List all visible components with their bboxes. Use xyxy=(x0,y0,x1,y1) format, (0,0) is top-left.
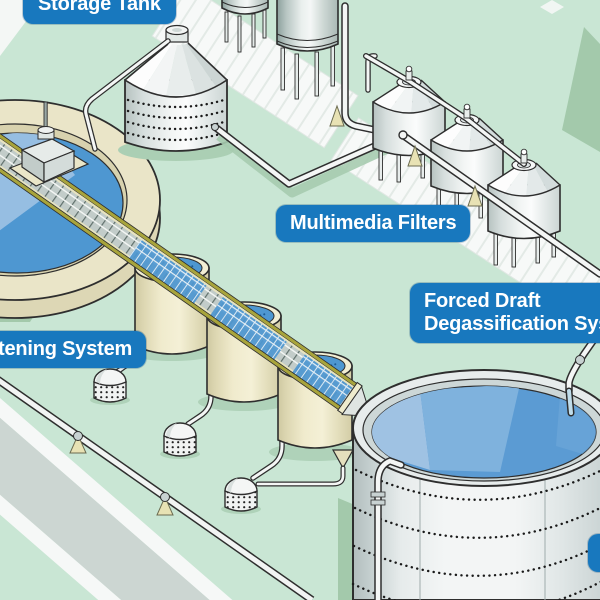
pipe-shadow xyxy=(216,132,398,198)
multimedia-filter-tanks xyxy=(372,75,561,268)
pipe-anchor-cone xyxy=(467,184,483,207)
label-forced-draft-degassification[interactable]: Forced Draft Degassification Syst xyxy=(410,283,600,343)
road-stripe-bottom xyxy=(0,439,194,600)
white-diamond xyxy=(540,0,564,14)
road-stripe-top xyxy=(0,384,242,600)
filter-manifold-pipes xyxy=(363,53,600,278)
road xyxy=(0,384,242,600)
label-line: Forced Draft xyxy=(424,290,541,312)
tank-funnel xyxy=(331,449,355,470)
label-storage-tank[interactable]: Storage Tank xyxy=(23,0,176,24)
pipe-anchor-cone xyxy=(329,104,345,127)
storage-tank xyxy=(118,24,234,161)
elevated-tank-small xyxy=(221,0,269,53)
dark-green-patch-topright xyxy=(562,27,600,152)
label-multimedia-filters[interactable]: Multimedia Filters xyxy=(276,205,471,242)
label-softening-system[interactable]: tening System xyxy=(0,331,147,368)
tank-dot-bands xyxy=(351,468,600,600)
clarifier-feed-pipe xyxy=(82,38,171,152)
tank-dome-outline xyxy=(124,42,228,98)
pipe-anchor-cone xyxy=(407,144,423,167)
pipe-junction xyxy=(398,130,408,140)
elevated-tank-large xyxy=(276,0,339,100)
clarifier-drive-unit xyxy=(8,101,90,187)
degassifier-tank xyxy=(351,327,600,600)
transfer-pipes xyxy=(211,2,408,198)
pipe-coupling xyxy=(370,499,386,506)
bridge-grate-water xyxy=(128,239,207,304)
tank-body xyxy=(276,0,339,52)
cap-fittings xyxy=(405,65,528,164)
aerator-dome xyxy=(90,368,130,405)
road-surface xyxy=(0,396,232,600)
pipe-coupling xyxy=(160,492,170,502)
aerator-dome xyxy=(160,422,200,459)
aerator-dome xyxy=(221,477,261,514)
pipe-anchor-cone xyxy=(156,495,174,516)
tank-dot-bands xyxy=(126,98,226,142)
ground-pipeline xyxy=(0,376,315,600)
pipe-coupling xyxy=(575,355,585,365)
pipe-flange xyxy=(211,123,219,131)
label-line: Degassification Syst xyxy=(424,313,600,335)
pipe-coupling xyxy=(73,431,83,441)
catwalk-bridge xyxy=(0,116,368,417)
bridge-grate-water xyxy=(210,297,287,360)
softening-tanks xyxy=(90,253,361,514)
water-highlight2 xyxy=(420,386,520,472)
water-highlight3 xyxy=(556,396,596,458)
drive-box-right xyxy=(43,150,75,183)
bridge-grate-water xyxy=(292,354,353,406)
pipe-coupling xyxy=(370,491,386,498)
multimedia-filter-tank xyxy=(430,113,504,223)
pipe-anchor-cone xyxy=(69,433,87,454)
label-partial-corner[interactable] xyxy=(588,534,600,572)
